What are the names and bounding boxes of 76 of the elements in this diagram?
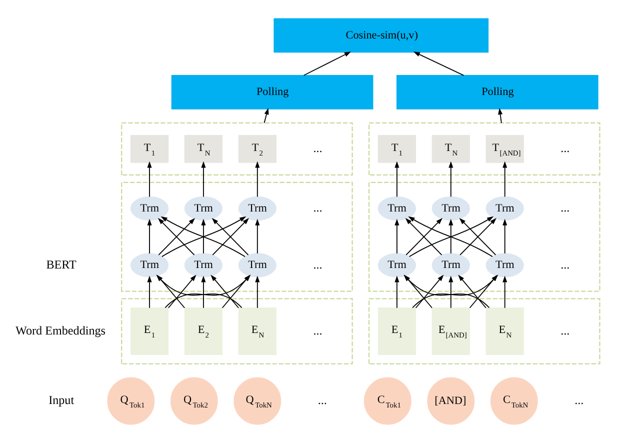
arrow	[147, 276, 152, 308]
label: ...	[560, 323, 570, 338]
arrow	[394, 276, 400, 308]
arrow	[458, 274, 486, 308]
label: ...	[313, 141, 322, 156]
arrow	[502, 276, 508, 308]
arrow	[201, 218, 206, 254]
label: ...	[313, 200, 322, 215]
node-ellipse: Trm	[238, 253, 276, 278]
node-box: T$_{[AND]}$	[486, 135, 524, 163]
node-box: T$_{2}$	[238, 135, 276, 163]
arrow	[168, 274, 196, 308]
label: Word Embeddings	[16, 323, 106, 338]
arrow	[255, 218, 260, 254]
label: ...	[574, 393, 584, 408]
node-box: E$_{N}$	[486, 308, 524, 355]
label: ...	[560, 141, 570, 156]
cluster	[121, 298, 353, 364]
node-circle: C$_{Tok1}$	[364, 377, 412, 425]
node-box: Cosine-sim(u,v)	[274, 18, 489, 53]
arrow	[394, 161, 400, 198]
arrow	[498, 108, 503, 124]
node-ellipse: Trm	[378, 253, 416, 278]
label: ...	[560, 257, 570, 272]
label: ...	[560, 200, 570, 215]
node-box: E$_{N}$	[238, 308, 276, 355]
node-box: T$_{N}$	[432, 135, 470, 163]
node-ellipse: Trm	[184, 196, 223, 221]
label: ...	[318, 393, 327, 408]
arrow	[469, 274, 498, 308]
arrow	[147, 161, 152, 198]
arrow	[502, 218, 508, 254]
arrow	[201, 276, 206, 308]
arrow	[448, 276, 454, 308]
node-box: T$_{1}$	[378, 135, 416, 163]
arrow	[413, 52, 464, 76]
node-circle: C$_{TokN}$	[490, 377, 538, 425]
arrow	[210, 274, 239, 308]
node-circle: [AND]	[427, 377, 475, 425]
node-box: Polling	[171, 75, 374, 110]
node-box: T$_{1}$	[130, 135, 169, 163]
cluster	[121, 182, 353, 292]
arrow	[448, 218, 454, 254]
node-circle: Q$_{TokN}$	[234, 377, 282, 425]
label: BERT	[46, 257, 76, 272]
cluster	[121, 122, 353, 176]
arrow	[303, 52, 351, 76]
arrow	[412, 274, 498, 308]
arrow	[502, 161, 508, 198]
arrow	[415, 274, 444, 308]
node-box: T$_{N}$	[184, 135, 223, 163]
arrow	[448, 161, 454, 198]
arrow	[394, 218, 400, 254]
node-ellipse: Trm	[486, 253, 524, 278]
arrow	[255, 161, 260, 198]
arrow	[147, 218, 152, 254]
node-ellipse: Trm	[432, 196, 470, 221]
cluster	[368, 122, 600, 176]
node-circle: Q$_{Tok2}$	[170, 377, 218, 425]
arrow	[255, 276, 260, 308]
node-box: E$_{1}$	[378, 308, 416, 355]
node-box: E$_{[AND]}$	[432, 308, 470, 355]
node-circle: Q$_{Tok1}$	[107, 377, 155, 425]
label: ...	[313, 257, 322, 272]
node-box: Polling	[396, 75, 598, 110]
label: Input	[48, 393, 74, 408]
node-box: E$_{1}$	[130, 308, 169, 355]
node-ellipse: Trm	[432, 253, 470, 278]
arrow	[264, 108, 269, 124]
cluster	[368, 298, 600, 364]
node-ellipse: Trm	[130, 253, 169, 278]
arrow	[201, 161, 206, 198]
node-ellipse: Trm	[184, 253, 223, 278]
cluster	[368, 182, 600, 292]
node-box: E$_{2}$	[184, 308, 223, 355]
label: ...	[313, 323, 322, 338]
